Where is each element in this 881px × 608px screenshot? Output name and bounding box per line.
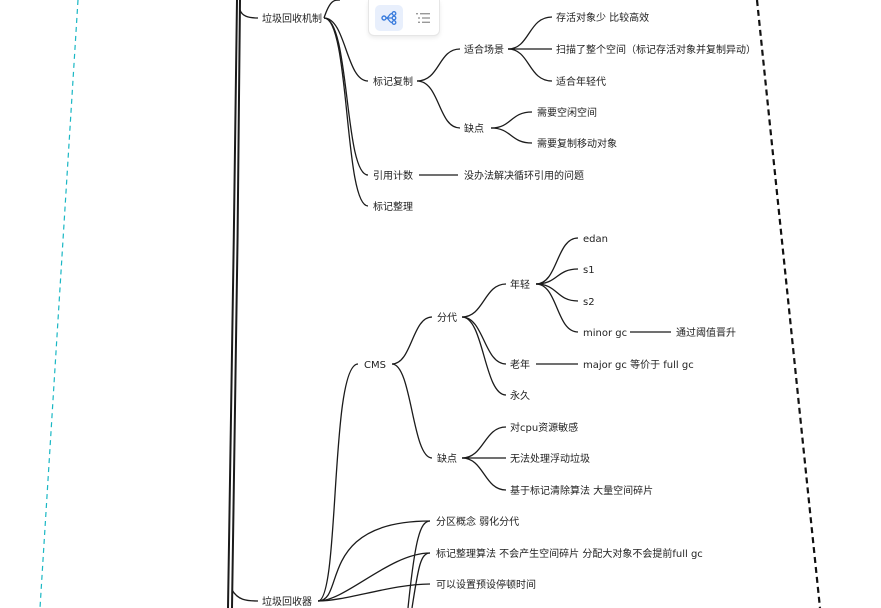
branch-line xyxy=(461,426,507,459)
node-refcount-note[interactable]: 没办法解决循环引用的问题 xyxy=(464,169,584,182)
branch-line xyxy=(461,316,507,365)
node-g1-item[interactable]: 可以设置预设停顿时间 xyxy=(436,578,536,591)
node-young-item[interactable]: s1 xyxy=(583,265,595,276)
branch-line xyxy=(239,9,259,19)
node-young[interactable]: 年轻 xyxy=(510,278,530,291)
mindmap-icon xyxy=(381,10,397,25)
branch-line xyxy=(461,316,507,396)
node-cms-cons-item[interactable]: 基于标记清除算法 大量空间碎片 xyxy=(510,484,653,497)
node-cms-cons-item[interactable]: 对cpu资源敏感 xyxy=(510,421,578,434)
frame-dashed-border xyxy=(755,0,822,608)
node-perm[interactable]: 永久 xyxy=(510,389,530,402)
branch-line xyxy=(317,552,431,602)
outline-list-icon xyxy=(416,12,430,23)
branch-line xyxy=(461,457,507,491)
branch-line xyxy=(490,127,533,144)
node-cms[interactable]: CMS xyxy=(364,360,386,371)
branch-line xyxy=(490,111,533,129)
branch-line xyxy=(411,552,431,608)
branch-line xyxy=(323,17,369,207)
branch-line xyxy=(323,0,341,19)
node-old[interactable]: 老年 xyxy=(510,358,530,371)
node-copy-cons[interactable]: 缺点 xyxy=(464,122,484,135)
node-g1-item[interactable]: 标记整理算法 不会产生空间碎片 分配大对象不会提前full gc xyxy=(436,547,703,560)
branch-line xyxy=(391,363,433,459)
node-old-note[interactable]: major gc 等价于 full gc xyxy=(583,358,694,371)
node-copy-scenario[interactable]: 适合场景 xyxy=(464,43,504,56)
node-cms-cons-item[interactable]: 无法处理浮动垃圾 xyxy=(510,452,590,465)
node-copy-cons-item[interactable]: 需要空闲空间 xyxy=(537,106,597,119)
branch-line xyxy=(535,268,579,285)
node-gc-mechanism[interactable]: 垃圾回收机制 xyxy=(262,12,322,25)
outline-view-button[interactable] xyxy=(409,5,437,31)
branch-line xyxy=(407,520,431,608)
mindmap-view-button[interactable] xyxy=(375,4,403,31)
node-scenario-item[interactable]: 扫描了整个空间（标记存活对象并复制异动） xyxy=(556,43,756,56)
trunk-line xyxy=(231,0,241,608)
branch-line xyxy=(507,48,553,82)
branch-line xyxy=(416,80,461,129)
node-mark-compact[interactable]: 标记整理 xyxy=(373,200,413,213)
node-generational[interactable]: 分代 xyxy=(437,312,457,324)
branch-line xyxy=(231,589,259,602)
branch-line xyxy=(507,16,553,50)
branch-line xyxy=(317,583,431,602)
node-young-item[interactable]: edan xyxy=(583,234,608,245)
node-young-item[interactable]: minor gc xyxy=(583,328,627,339)
branch-line xyxy=(323,17,369,82)
node-copy-cons-item[interactable]: 需要复制移动对象 xyxy=(537,137,617,150)
node-mark-copy[interactable]: 标记复制 xyxy=(373,75,413,88)
node-refcount[interactable]: 引用计数 xyxy=(373,169,413,182)
branch-line xyxy=(317,520,431,602)
view-toolbar xyxy=(368,0,440,36)
trunk-line xyxy=(227,0,238,608)
node-g1-item[interactable]: 分区概念 弱化分代 xyxy=(436,515,519,528)
node-scenario-item[interactable]: 存活对象少 比较高效 xyxy=(556,11,649,24)
branch-line xyxy=(416,48,461,82)
branch-line xyxy=(323,17,369,176)
guide-dashed-line xyxy=(39,0,79,608)
branch-line xyxy=(461,283,507,318)
node-cms-cons[interactable]: 缺点 xyxy=(437,452,457,465)
branch-line xyxy=(535,237,579,285)
branch-line xyxy=(535,283,579,333)
branch-line xyxy=(391,316,433,365)
node-scenario-item[interactable]: 适合年轻代 xyxy=(556,75,606,88)
branch-line xyxy=(535,283,579,302)
node-young-item[interactable]: s2 xyxy=(583,297,595,308)
node-minor-note[interactable]: 通过阈值晋升 xyxy=(676,326,736,339)
branch-line xyxy=(317,363,359,602)
node-gc-collector[interactable]: 垃圾回收器 xyxy=(262,595,312,608)
